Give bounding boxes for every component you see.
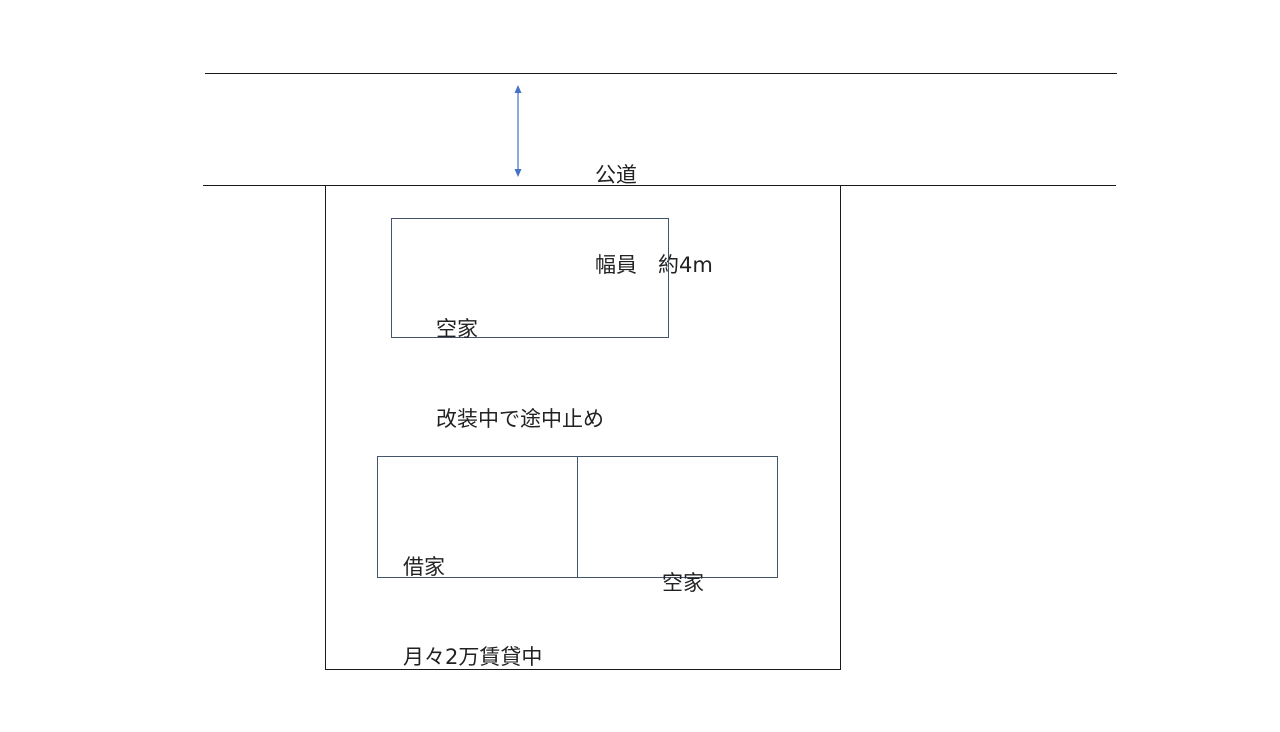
road-label: 公道 幅員 約4m [595, 100, 713, 310]
road-edge-top [205, 73, 1117, 74]
road-width-arrow [514, 85, 522, 177]
building-rear-left-note: 月々2万賃貸中 [403, 645, 543, 669]
road-label-type: 公道 [595, 163, 637, 187]
building-front-status: 空家 [436, 317, 478, 341]
property-lot [325, 185, 841, 670]
road-edge-bottom [203, 185, 1116, 186]
building-rear-left-status: 借家 [403, 555, 445, 579]
building-rear-right-label: 空家 [662, 508, 704, 658]
building-rear-left-label: 借家 月々2万賃貸中 [403, 492, 542, 732]
road-width-arrow-head-bottom [514, 169, 522, 177]
building-front-label: 空家 改装中で途中止め [436, 254, 604, 494]
building-rear-rented: 借家 月々2万賃貸中 [377, 456, 578, 669]
building-front-vacant: 空家 改装中で途中止め [391, 218, 669, 431]
building-rear-right-status: 空家 [662, 571, 704, 595]
building-rear-vacant: 空家 [577, 456, 778, 595]
road-label-width: 幅員 約4m [595, 253, 713, 277]
building-front-note: 改装中で途中止め [436, 407, 604, 431]
road-width-arrow-head-top [514, 85, 522, 93]
